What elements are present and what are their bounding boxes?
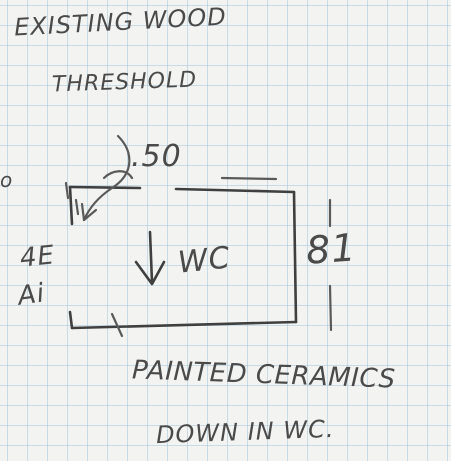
room-outline-top — [68, 185, 296, 194]
down-arrow-icon — [134, 230, 166, 286]
left-tick-marks — [64, 181, 80, 216]
right-dimension-line — [328, 198, 333, 332]
top-dimension-label: .50 — [131, 139, 182, 174]
bottom-tick — [110, 312, 124, 338]
edge-mark: o — [0, 168, 14, 192]
room-label: WC — [176, 240, 233, 281]
right-dimension-label: 81 — [304, 225, 358, 273]
finish-note-line-2: DOWN IN WC. — [155, 414, 335, 450]
room-outline-right — [292, 190, 298, 324]
left-note-line-2: Ai — [16, 278, 47, 312]
left-note-line-1: 4E — [18, 240, 57, 274]
top-dimension-line — [220, 176, 278, 181]
room-outline-bottom — [70, 320, 298, 330]
room-outline-left — [68, 185, 74, 330]
curved-arrow-icon — [80, 134, 134, 222]
threshold-label: THRESHOLD — [51, 67, 198, 98]
